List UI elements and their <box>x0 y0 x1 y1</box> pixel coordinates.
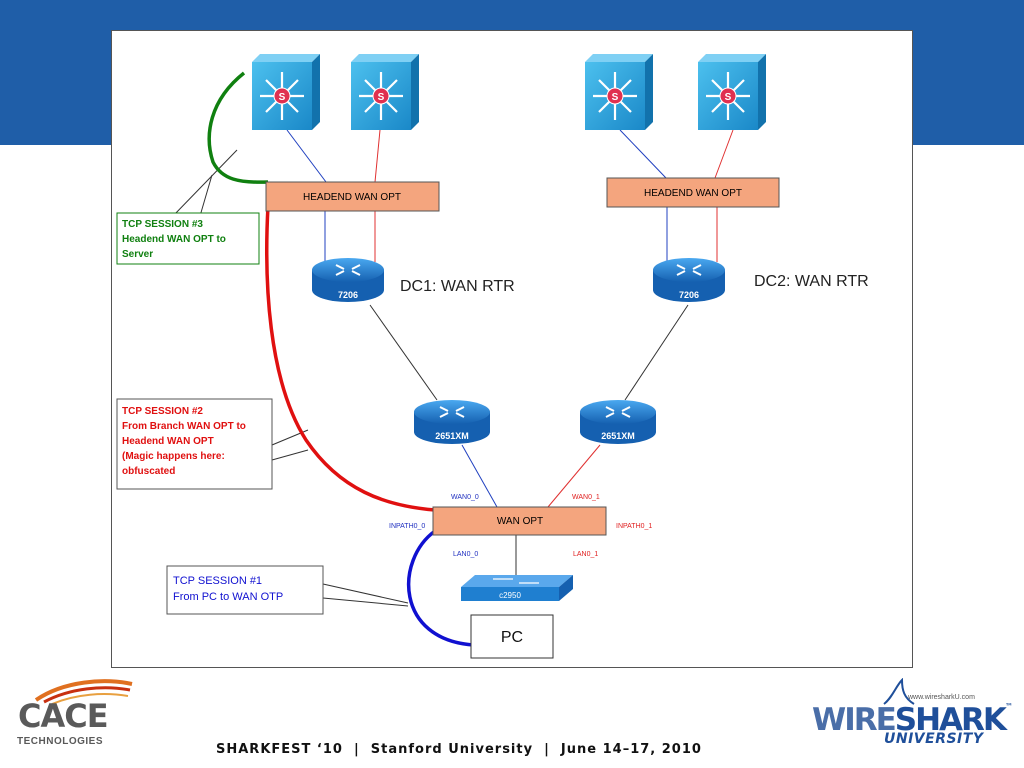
link-server2-headend1 <box>374 129 381 183</box>
dc2-headend-wan-opt: HEADEND WAN OPT <box>606 177 780 208</box>
workgroup-switch-icon <box>493 578 539 584</box>
link-branch1-wanopt <box>461 444 498 508</box>
branch-router-left: 2651XM <box>414 400 490 444</box>
link-router2-branch2 <box>624 304 689 401</box>
server-2: S <box>351 54 419 130</box>
cace-logo-swoosh-icon <box>34 679 133 705</box>
dc1-headend-label: HEADEND WAN OPT <box>303 192 401 203</box>
session1-line-2: From PC to WAN OTP <box>173 591 283 603</box>
callout-tcp-session-1: TCP SESSION #1 From PC to WAN OTP <box>166 565 324 615</box>
link-server4-headend2 <box>714 129 734 179</box>
svg-text:TCP SESSION #2 From Bran: TCP SESSION #2 From Branch WAN OPT to He… <box>122 406 249 477</box>
router-icon <box>439 406 465 418</box>
link-router1-branch1 <box>369 304 438 401</box>
session2-line-5: obfuscated <box>122 466 175 477</box>
wireshark-trademark: ™ <box>1004 702 1013 711</box>
callout-tcp-session-3: TCP SESSION #3 Headend WAN OPT to Server <box>116 212 260 265</box>
callout-tcp-session-2: TCP SESSION #2 From Branch WAN OPT to He… <box>116 398 273 490</box>
server-3: S <box>585 54 653 130</box>
link-server1-headend1 <box>286 129 327 183</box>
server-glyph: S <box>378 92 385 103</box>
wireshark-logo-text: WIRESHARK™ <box>812 702 1013 738</box>
session3-line-3: Server <box>122 249 153 260</box>
link-branch2-wanopt <box>547 444 601 508</box>
port-wan0: WAN0_0 <box>451 494 479 501</box>
session2-line-1: TCP SESSION #2 <box>122 406 203 417</box>
router-icon <box>676 264 702 276</box>
wireshark-logo-wire: WIRE <box>812 702 897 738</box>
tcp-session-2-path <box>265 205 436 512</box>
session2-line-2: From Branch WAN OPT to <box>122 421 246 432</box>
dc2-router-label: 7206 <box>679 290 699 300</box>
wireshark-university-text: UNIVERSITY <box>884 731 984 747</box>
server-1: S <box>252 54 320 130</box>
diagram-frame <box>111 30 913 668</box>
link-server3-headend2 <box>619 129 667 179</box>
server-glyph: S <box>725 92 732 103</box>
server-4: S <box>698 54 766 130</box>
dc1-router-label: 7206 <box>338 290 358 300</box>
server-glyph: S <box>612 92 619 103</box>
session2-line-3: Headend WAN OPT <box>122 436 214 447</box>
footer-caption: SHARKFEST ‘10 | Stanford University | Ju… <box>216 742 702 757</box>
session3-line-1: TCP SESSION #3 <box>122 219 203 230</box>
session2-line-4: (Magic happens here: <box>122 451 225 462</box>
branch-router-left-label: 2651XM <box>435 431 469 441</box>
dc2-label: DC2: WAN RTR <box>754 273 869 290</box>
tcp-session-1-path <box>406 529 475 647</box>
port-inpath0: INPATH0_0 <box>389 523 425 530</box>
port-wan1: WAN0_1 <box>572 494 600 501</box>
switch-label: c2950 <box>499 591 521 600</box>
session1-line-1: TCP SESSION #1 <box>173 575 262 587</box>
wireshark-logo-shark: SHARK <box>894 702 1007 738</box>
router-icon <box>335 264 361 276</box>
wireshark-url: www.wiresharkU.com <box>908 694 975 701</box>
svg-text:TCP SESSION #3 Headend W: TCP SESSION #3 Headend WAN OPT to Server <box>122 219 229 260</box>
cace-logo-subtext: TECHNOLOGIES <box>17 736 104 747</box>
port-inpath1: INPATH0_1 <box>616 523 652 530</box>
cace-logo-text: CACE <box>18 697 109 735</box>
server-glyph: S <box>279 92 286 103</box>
dc1-label: DC1: WAN RTR <box>400 278 515 295</box>
svg-text:TCP SESSION #1 From PC t: TCP SESSION #1 From PC to WAN OTP <box>173 575 283 603</box>
shark-fin-icon <box>883 678 915 705</box>
port-lan1: LAN0_1 <box>573 551 598 558</box>
dc2-router: 7206 <box>653 258 725 302</box>
router-icon <box>605 406 631 418</box>
session3-line-2: Headend WAN OPT to <box>122 234 226 245</box>
port-lan0: LAN0_0 <box>453 551 478 558</box>
pc-label: PC <box>501 629 523 646</box>
branch-router-right-label: 2651XM <box>601 431 635 441</box>
access-switch: c2950 <box>461 575 573 601</box>
links <box>286 129 734 578</box>
dc2-headend-label: HEADEND WAN OPT <box>644 188 742 199</box>
dc1-headend-wan-opt: HEADEND WAN OPT <box>265 181 440 212</box>
tcp-session-3-path <box>207 71 269 184</box>
branch-router-right: 2651XM <box>580 400 656 444</box>
branch-wan-opt: WAN OPT <box>432 506 607 536</box>
wan-opt-label: WAN OPT <box>497 516 543 527</box>
dc1-router: 7206 <box>312 258 384 302</box>
pc-box: PC <box>470 614 554 659</box>
